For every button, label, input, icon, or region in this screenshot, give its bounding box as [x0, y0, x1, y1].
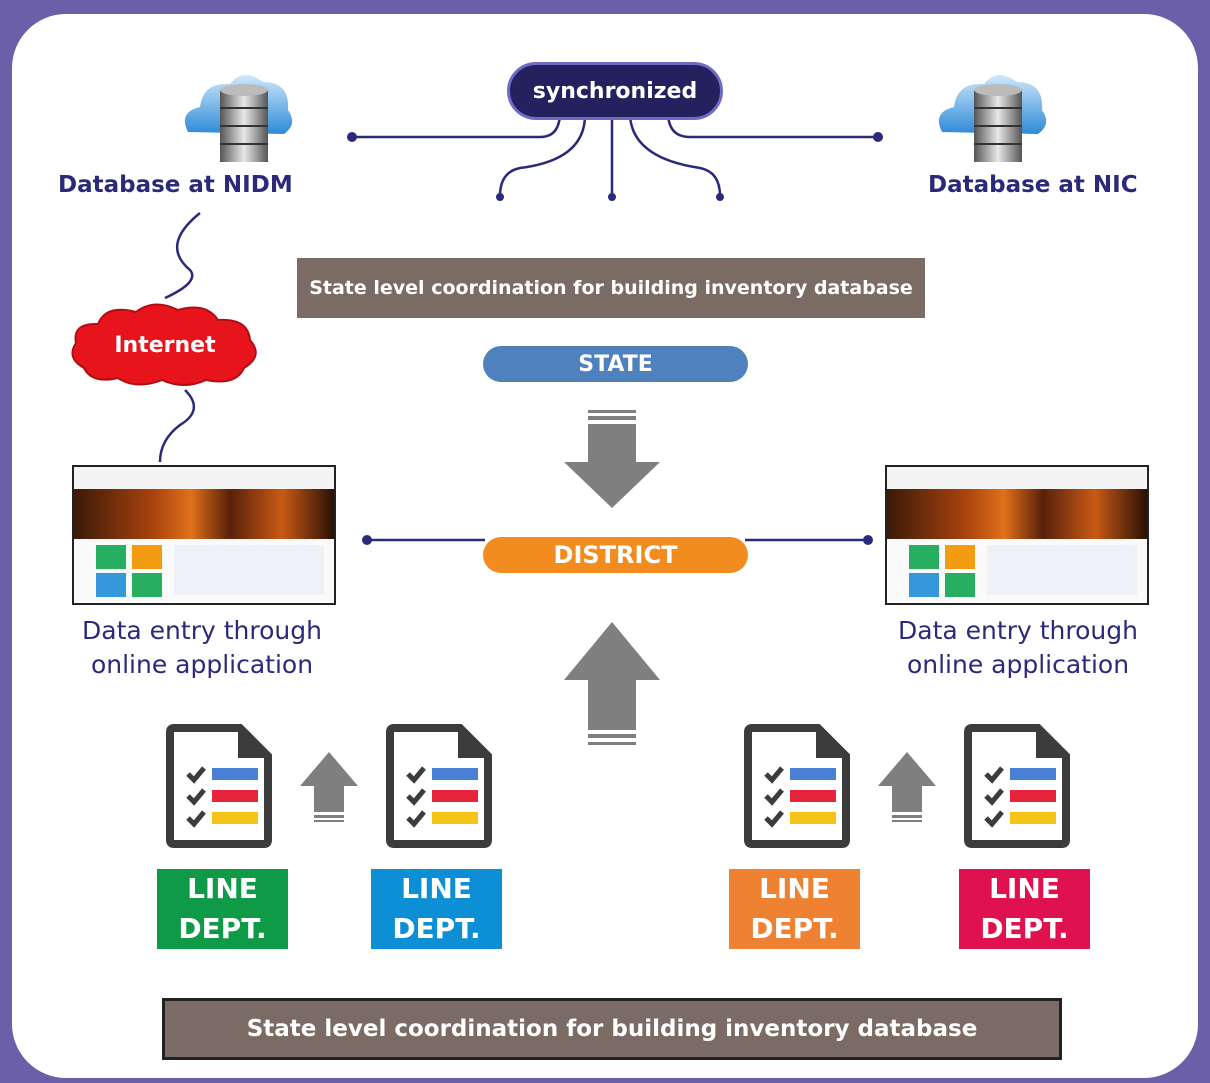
- cloud-database-icon: [938, 74, 1047, 162]
- line-dept-line2: DEPT.: [980, 912, 1069, 945]
- website-screenshot-right: [885, 465, 1149, 605]
- data-entry-right: Data entry through online application: [868, 614, 1168, 682]
- district-pill: DISTRICT: [483, 537, 748, 573]
- arrow-down-icon: [564, 410, 660, 508]
- arrow-up-icon: [300, 752, 358, 822]
- data-entry-left-line1: Data entry through: [82, 616, 322, 645]
- arrow-up-icon: [564, 622, 660, 745]
- line-dept-box: LINE DEPT.: [959, 869, 1090, 949]
- state-pill: STATE: [483, 346, 748, 382]
- line-dept-line1: LINE: [187, 872, 258, 905]
- line-dept-line1: LINE: [989, 872, 1060, 905]
- line-dept-box: LINE DEPT.: [157, 869, 288, 949]
- website-screenshot-left: [72, 465, 336, 605]
- internet-cloud-icon: [71, 303, 257, 386]
- coordination-banner-bottom: State level coordination for building in…: [162, 998, 1062, 1060]
- internet-label: Internet: [114, 332, 216, 358]
- coordination-banner-top: State level coordination for building in…: [297, 258, 925, 318]
- synchronized-badge: synchronized: [507, 62, 723, 120]
- line-dept-line1: LINE: [759, 872, 830, 905]
- checklist-document-icon: [386, 724, 492, 848]
- data-entry-right-line2: online application: [906, 650, 1130, 679]
- cloud-database-icon: [184, 74, 293, 162]
- checklist-document-icon: [964, 724, 1070, 848]
- arrow-up-icon: [878, 752, 936, 822]
- data-entry-left: Data entry through online application: [52, 614, 352, 682]
- checklist-document-icon: [744, 724, 850, 848]
- line-dept-line2: DEPT.: [392, 912, 481, 945]
- data-entry-left-line2: online application: [90, 650, 314, 679]
- line-dept-line1: LINE: [401, 872, 472, 905]
- line-dept-line2: DEPT.: [178, 912, 267, 945]
- db-nidm-label: Database at NIDM: [58, 172, 293, 198]
- db-nic-label: Database at NIC: [928, 172, 1138, 198]
- line-dept-line2: DEPT.: [750, 912, 839, 945]
- line-dept-box: LINE DEPT.: [371, 869, 502, 949]
- checklist-document-icon: [166, 724, 272, 848]
- line-dept-box: LINE DEPT.: [729, 869, 860, 949]
- data-entry-right-line1: Data entry through: [898, 616, 1138, 645]
